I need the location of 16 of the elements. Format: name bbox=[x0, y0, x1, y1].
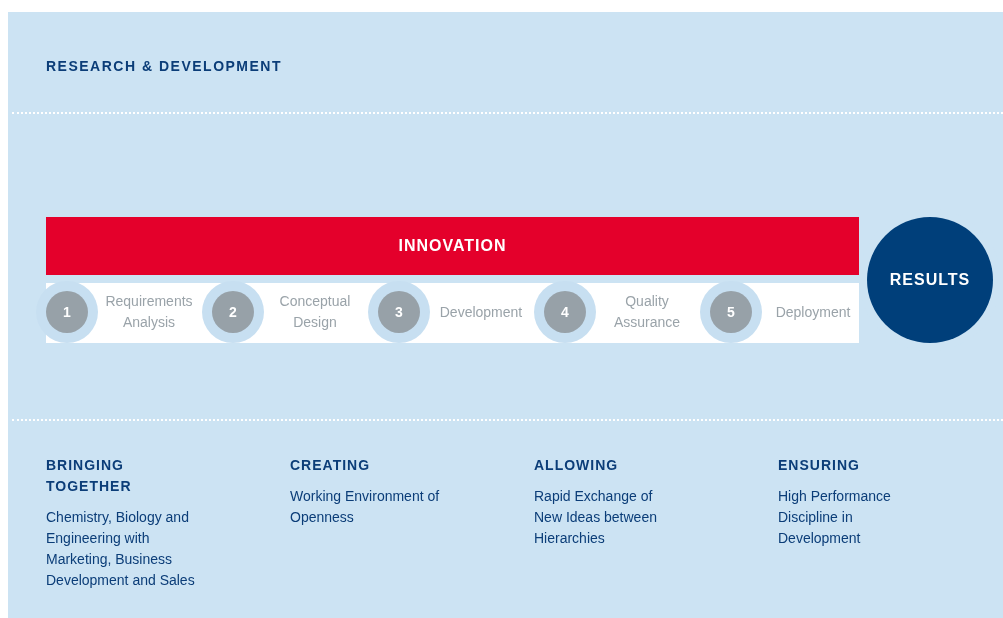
step-label: Quality Assurance bbox=[612, 292, 682, 332]
step-label: Deployment bbox=[775, 302, 851, 322]
innovation-bar bbox=[46, 217, 859, 275]
column-heading: ALLOWING bbox=[534, 456, 620, 475]
step-label: Development bbox=[439, 302, 523, 322]
column-text: Rapid Exchange of New Ideas between Hierarchies bbox=[534, 487, 658, 548]
title: RESEARCH & DEVELOPMENT bbox=[46, 57, 283, 76]
column-text: Working Environment of Openness bbox=[290, 487, 441, 527]
step-label: Requirements Analysis bbox=[104, 292, 194, 332]
step-label: Conceptual Design bbox=[278, 292, 352, 332]
bar-label: INNOVATION bbox=[398, 236, 507, 256]
column-heading: ENSURING bbox=[778, 456, 861, 475]
column-heading: CREATING bbox=[290, 456, 372, 475]
column-text: High Performance Discipline in Development bbox=[778, 487, 892, 548]
column-heading: BRINGING TOGETHER bbox=[46, 456, 133, 496]
column-text: Chemistry, Biology and Engineering with Marketing, Business Development and Sales bbox=[46, 508, 196, 590]
